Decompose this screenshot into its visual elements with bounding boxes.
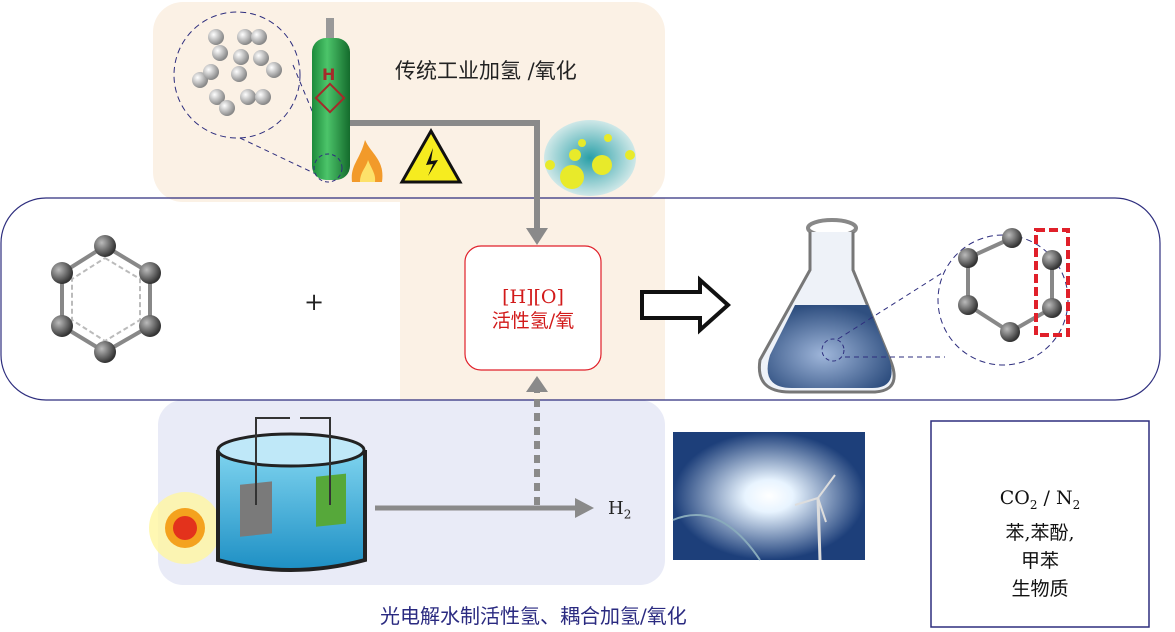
- plus-sign: +: [304, 288, 325, 316]
- benzene-molecule-icon: [51, 235, 161, 363]
- electrolysis-cell-icon: [216, 417, 367, 572]
- n2: N: [1055, 487, 1073, 509]
- gas-substrates: CO2 / N2: [932, 484, 1148, 519]
- solar-wind-image: [672, 432, 865, 561]
- arrowhead-down: [526, 228, 548, 245]
- toluene: 甲苯: [1020, 549, 1059, 572]
- hydrogen-cylinder-icon: H: [312, 18, 350, 183]
- flame-icon: [351, 140, 383, 182]
- high-voltage-warning-icon: [399, 127, 463, 184]
- substrate-list: CO2 / N2 苯,苯酚, 甲苯 生物质: [932, 484, 1148, 603]
- active-species-box: [464, 245, 602, 371]
- separator: /: [1037, 487, 1056, 509]
- photoelectro-caption: 光电解水制活性氢、耦合加氢/氧化: [380, 604, 687, 628]
- industrial-h2-arrow: [350, 120, 540, 232]
- h2-main: H: [608, 498, 624, 519]
- aromatic-substrates: 苯,苯酚,: [1005, 521, 1075, 544]
- co2-sub: 2: [1029, 497, 1038, 512]
- active-species-formula: [H][O]: [502, 286, 564, 308]
- co2: CO: [999, 487, 1030, 509]
- product-molecule-zoom: [937, 228, 1070, 366]
- flask-icon: [757, 218, 951, 394]
- svg-text:H: H: [322, 65, 335, 84]
- hollow-arrow-icon: [640, 275, 732, 335]
- sun-icon: [149, 492, 221, 564]
- h2-label: H2: [608, 498, 631, 522]
- traditional-process-title: 传统工业加氢 /氧化: [395, 59, 577, 83]
- active-species-name: 活性氢/氧: [491, 310, 575, 332]
- reaction-band: [0, 197, 1161, 401]
- n2-sub: 2: [1072, 497, 1081, 512]
- biomass: 生物质: [1011, 577, 1069, 600]
- catalyst-icon: [544, 120, 636, 196]
- active-species-label: [H][O] 活性氢/氧: [465, 285, 601, 333]
- substrate-box: [930, 420, 1150, 628]
- h2-sub: 2: [623, 507, 632, 522]
- h2-molecules-zoom: [173, 11, 319, 176]
